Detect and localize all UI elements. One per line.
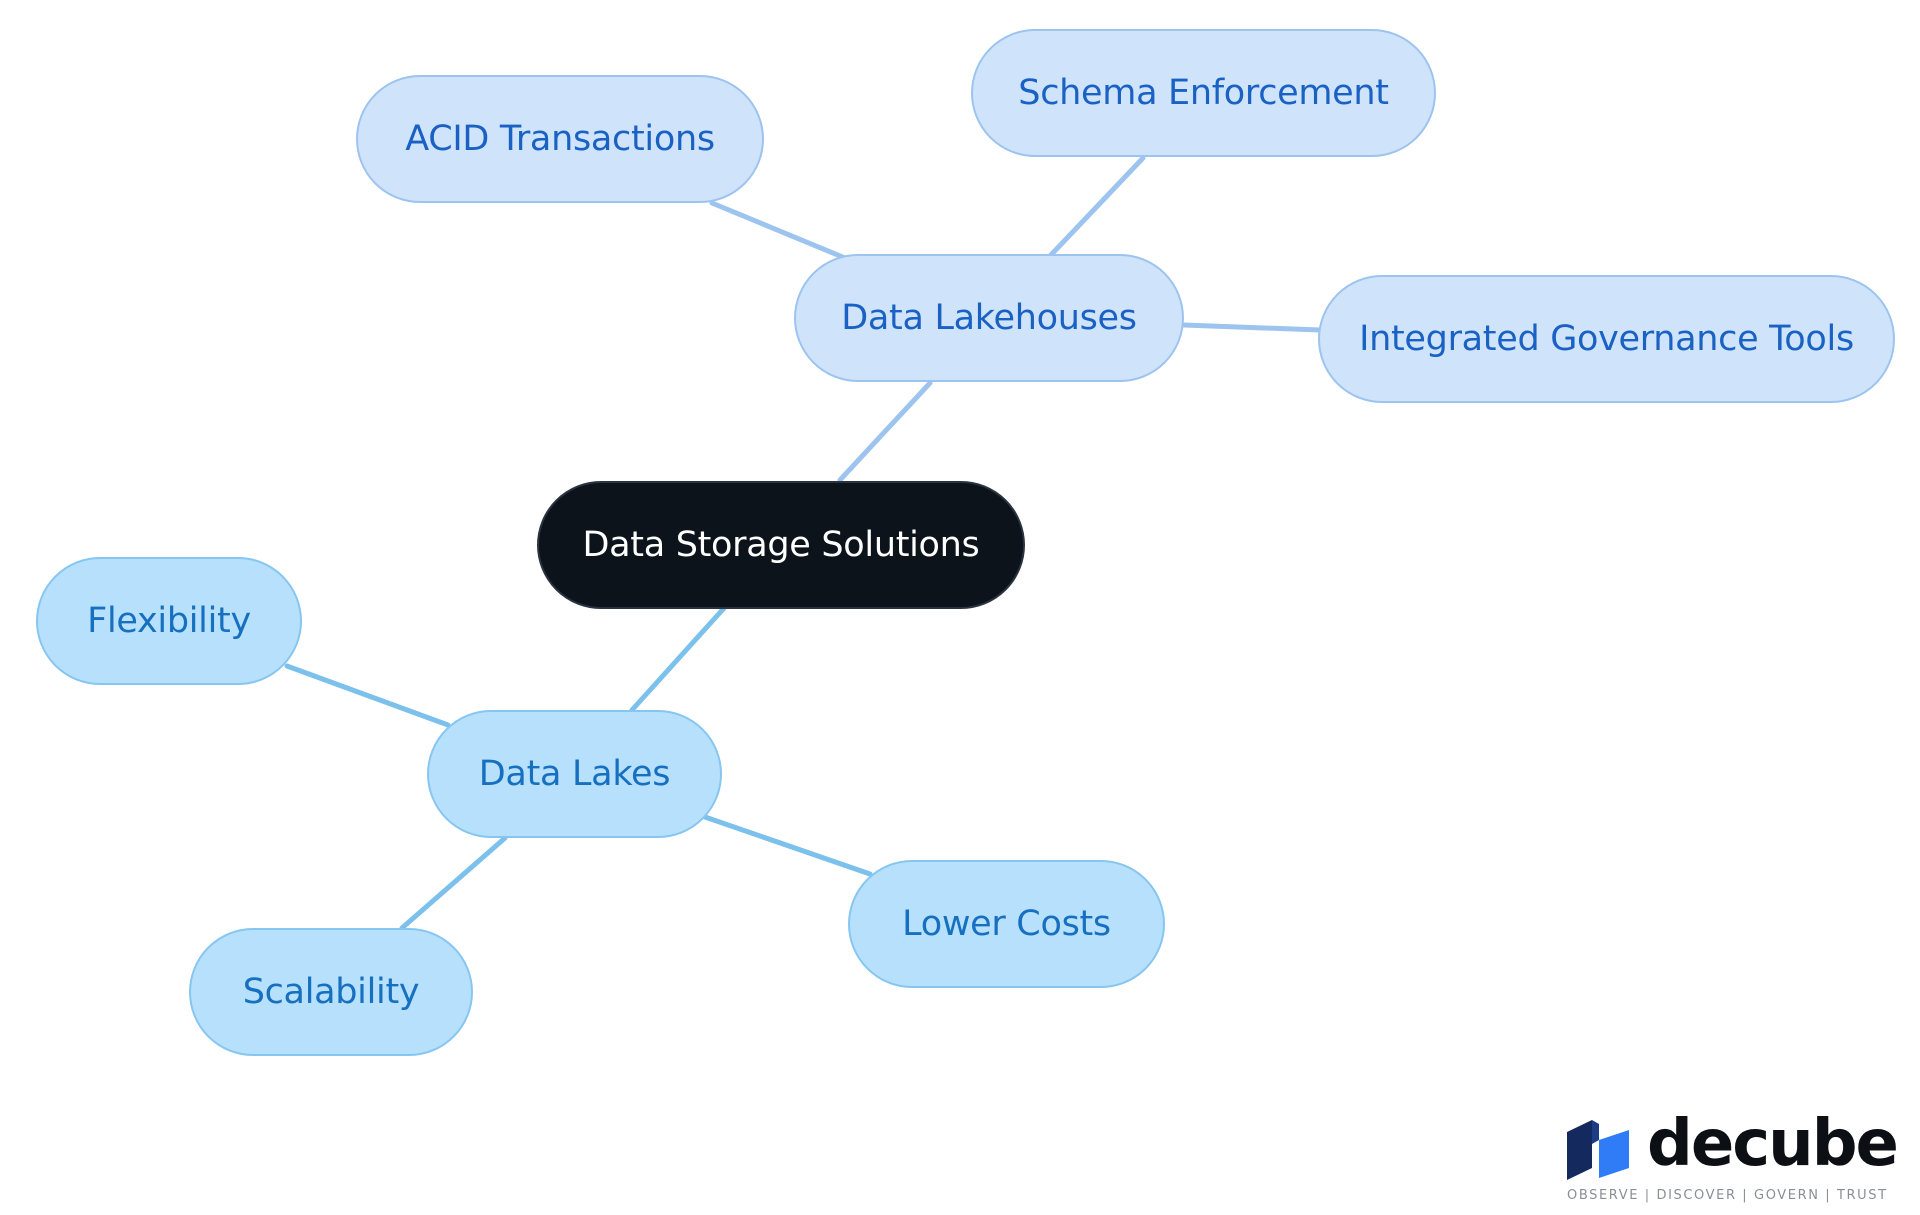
branch-node-data-lakes: Data Lakes — [427, 710, 722, 838]
branch-node-data-lakehouses: Data Lakehouses — [794, 254, 1184, 382]
leaf-node-label: Flexibility — [87, 601, 251, 641]
leaf-node-label: Integrated Governance Tools — [1359, 319, 1854, 359]
leaf-node-lower-costs: Lower Costs — [848, 860, 1165, 988]
edge-lakes-lowercosts — [702, 814, 873, 877]
brand-wordmark: decube — [1647, 1107, 1899, 1181]
brand-logo: decube OBSERVE | DISCOVER | GOVERN | TRU… — [1565, 1107, 1899, 1208]
leaf-node-acid-transactions: ACID Transactions — [356, 75, 764, 203]
leaf-node-label: Lower Costs — [902, 904, 1111, 944]
branch-node-label: Data Lakes — [478, 754, 671, 794]
root-node-label: Data Storage Solutions — [582, 525, 980, 565]
edge-lakes-scalability — [399, 835, 508, 931]
leaf-node-label: ACID Transactions — [405, 119, 715, 159]
leaf-node-integrated-governance-tools: Integrated Governance Tools — [1318, 275, 1895, 403]
leaf-node-scalability: Scalability — [189, 928, 473, 1056]
leaf-node-flexibility: Flexibility — [36, 557, 302, 685]
root-node: Data Storage Solutions — [537, 481, 1025, 609]
leaf-node-label: Scalability — [242, 972, 420, 1012]
branch-node-label: Data Lakehouses — [841, 298, 1137, 338]
leaf-node-label: Schema Enforcement — [1018, 73, 1389, 113]
edge-lakehouses-acid — [709, 200, 848, 261]
edge-lakehouses-schema — [1047, 155, 1146, 259]
leaf-node-schema-enforcement: Schema Enforcement — [971, 29, 1436, 157]
edge-lakehouses-governance — [1181, 322, 1323, 333]
edge-root-lakehouses — [837, 380, 933, 483]
edge-lakes-flexibility — [284, 663, 451, 728]
decube-cube-icon — [1567, 1120, 1629, 1180]
edge-root-lakes — [629, 604, 728, 713]
brand-tagline: OBSERVE | DISCOVER | GOVERN | TRUST — [1567, 1188, 1888, 1203]
